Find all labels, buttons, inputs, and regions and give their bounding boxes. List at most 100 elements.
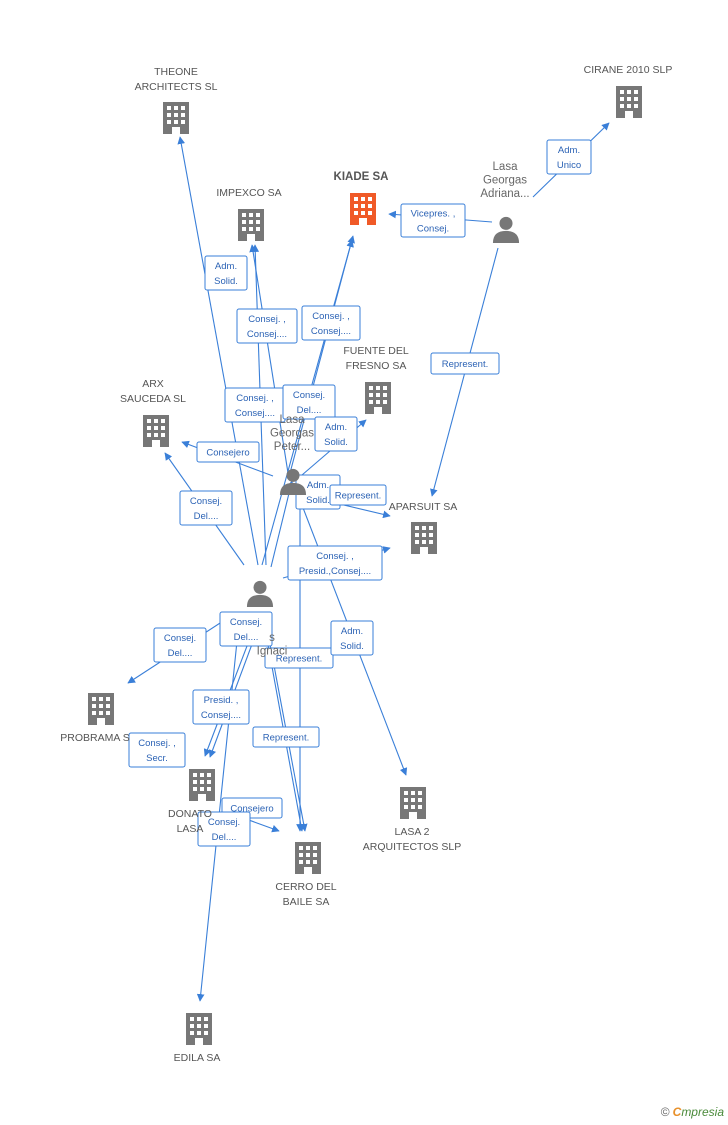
edge-label-box [252,726,320,748]
person-icon [246,580,274,607]
company-node-edila[interactable]: EDILA SA [174,1013,221,1064]
edge-label-text: Solid. [340,641,364,652]
edge-label-text: Del.... [212,832,237,843]
person-name: Georgas [483,175,527,187]
company-name: SAUCEDA SL [120,393,186,405]
edge-label-box [330,620,374,656]
edge-label-box [219,611,273,647]
edge-line-5 [249,244,289,474]
person-name: Adriana... [480,188,529,200]
edge-label-text: Consej. , [236,393,274,404]
edge-label-text: Represent. [263,733,309,744]
edge-label-13[interactable]: Consej. ,Presid.,Consej.... [287,545,383,581]
company-name: ARX [142,378,164,390]
edge-label-box [196,441,260,463]
edge-label-11[interactable]: Adm.Solid. [295,474,341,510]
company-name: FUENTE DEL [343,345,409,357]
company-node-aparsuit[interactable]: APARSUIT SA [389,501,457,554]
edge-label-text: Represent. [276,654,322,665]
edge-label-7[interactable]: Consej.Del.... [282,384,336,420]
edge-label-text: Secr. [146,753,168,764]
edge-label-text: Solid. [214,276,238,287]
company-node-probrama[interactable]: PROBRAMA S [60,693,130,744]
company-node-cerro[interactable]: CERRO DEL BAILE SA [275,842,337,908]
company-node-cirane[interactable]: CIRANE 2010 SLP [584,64,673,118]
person-icon [492,216,520,243]
building-icon [616,86,642,118]
person-node-peter[interactable]: LasaGeorgasPeter... [270,414,314,495]
person-name: Lasa [493,161,519,173]
edge-line-22 [196,611,241,1002]
building-icon [88,693,114,725]
company-name: DONATO [168,808,212,820]
company-name: LASA 2 [394,826,429,838]
edge-label-1[interactable]: Vicepres. ,Consej. [400,203,466,238]
company-name: IMPEXCO SA [216,187,281,199]
edge-label-20[interactable]: Represent. [252,726,320,748]
edge-line-3 [177,136,259,566]
edge-label-text: Presid. , [204,695,239,706]
company-name: CERRO DEL [275,881,336,893]
company-name: ARQUITECTOS SLP [363,841,461,853]
edge-label-5[interactable]: Consej. ,Consej.... [224,387,286,423]
company-name: FRESNO SA [346,360,407,372]
edge-label-6[interactable]: Consej. ,Consej.... [301,305,361,341]
company-node-kiade[interactable]: KIADE SA [334,171,389,225]
company-node-lasa2[interactable]: LASA 2 ARQUITECTOS SLP [363,787,461,853]
company-name: EDILA SA [174,1052,221,1064]
edge-label-text: Consej.... [247,329,287,340]
edge-label-14[interactable]: Consej. Del.... [153,627,207,663]
company-node-fuente[interactable]: FUENTE DEL FRESNO SA [343,345,409,414]
building-icon [186,1013,212,1045]
edge-label-10[interactable]: Consej.Del.... [179,490,233,526]
edge-label-19[interactable]: Consej. ,Secr. [128,732,186,768]
edge-label-text: Consej. , [248,314,286,325]
copyright-symbol: © [660,1105,670,1119]
edge-label-text: Del.... [168,648,193,659]
building-icon [411,522,437,554]
edge-label-18[interactable]: Presid. ,Consej.... [192,689,250,725]
edge-label-15[interactable]: Consej.Del.... [219,611,273,647]
edge-label-text: Solid. [306,495,330,506]
edge-label-3[interactable]: Adm.Solid. [204,255,248,291]
edge-label-16[interactable]: Represent. [264,647,334,669]
edge-label-box [282,384,336,420]
person-node-adriana[interactable]: LasaGeorgasAdriana... [480,161,530,243]
edge-label-box [192,689,250,725]
edge-label-text: Del.... [234,632,259,643]
edge-label-box [153,627,207,663]
edge-label-text: Consej. , [316,551,354,562]
edge-label-2[interactable]: Represent. [430,352,500,375]
edge-label-box [400,203,466,238]
edge-label-box [314,416,358,452]
edge-label-box [236,308,298,344]
edge-label-12[interactable]: Represent. [329,484,387,506]
edge-label-text: Consejero [230,804,273,815]
edge-label-22[interactable]: Consej.Del.... [197,811,251,847]
building-icon [238,209,264,241]
edge-label-text: Adm. [341,626,363,637]
edge-label-text: Consej. [164,633,196,644]
person-name: Lasa [280,414,306,426]
company-name: CIRANE 2010 SLP [584,64,673,76]
edge-label-9[interactable]: Consejero [196,441,260,463]
company-node-arx[interactable]: ARX SAUCEDA SL [120,378,186,447]
edge-label-4[interactable]: Consej. , Consej.... [236,308,298,344]
edge-label-0[interactable]: Adm.Unico [546,139,592,175]
edge-label-8[interactable]: Adm.Solid. [314,416,358,452]
company-name: BAILE SA [283,896,330,908]
building-icon [189,769,215,801]
company-node-impexco[interactable]: IMPEXCO SA [216,187,282,241]
edge-label-box [329,484,387,506]
building-icon [163,102,189,134]
edge-label-text: Consej. [293,390,325,401]
brand-logo-initial: C [672,1105,682,1119]
person-name: Georgas [270,428,314,440]
edge-label-17[interactable]: Adm. Solid. [330,620,374,656]
edge-label-text: Consej.... [311,326,351,337]
building-icon [400,787,426,819]
